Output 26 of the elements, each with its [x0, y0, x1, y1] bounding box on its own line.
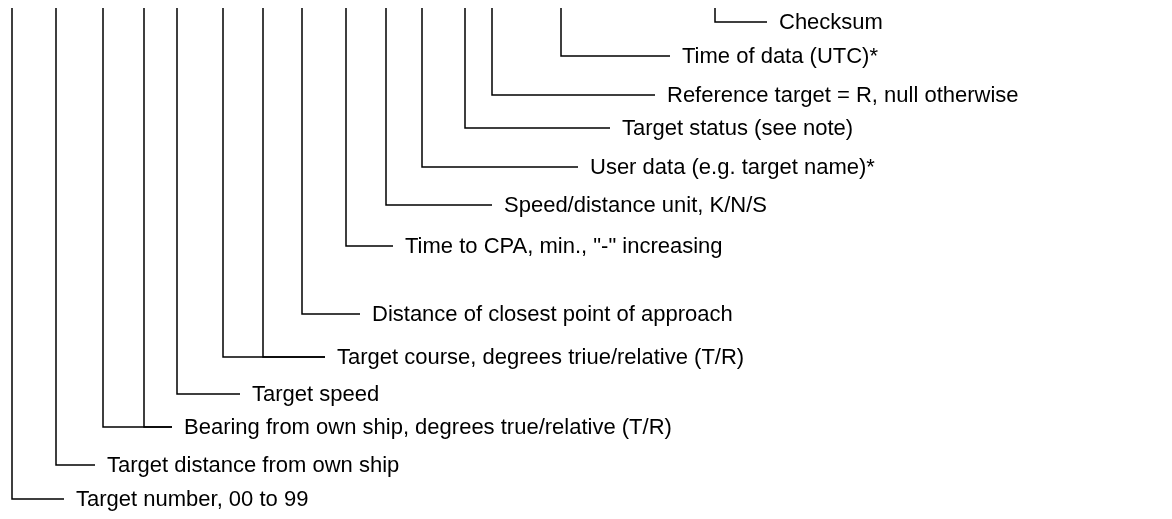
field-label: Target status (see note): [610, 116, 854, 140]
leader-line: [11, 7, 65, 500]
leader-line: [464, 7, 611, 129]
field-label: Time to CPA, min., "-" increasing: [393, 234, 723, 258]
field-label: Target course, degrees triue/relative (T/R): [325, 345, 745, 369]
field-label: Speed/distance unit, K/N/S: [492, 193, 767, 217]
field-label: Checksum: [767, 10, 883, 34]
field-label: Reference target = R, null otherwise: [655, 83, 1019, 107]
leader-line: [385, 7, 493, 206]
leader-line: [560, 7, 671, 57]
field-label: Target speed: [240, 382, 380, 406]
leader-line: [491, 7, 656, 96]
leader-line: [55, 7, 96, 466]
field-label: Distance of closest point of approach: [360, 302, 733, 326]
field-label: Bearing from own ship, degrees true/relative (T/R): [172, 415, 672, 439]
leader-line: [102, 7, 173, 428]
leader-line: [176, 7, 241, 395]
leader-line: [345, 7, 394, 247]
field-label: Target number, 00 to 99: [64, 487, 309, 511]
leader-line: [222, 7, 326, 358]
leader-line: [301, 7, 361, 315]
field-label: Target distance from own ship: [95, 453, 400, 477]
field-label: Time of data (UTC)*: [670, 44, 878, 68]
leader-line: [421, 7, 579, 168]
leader-line: [714, 7, 768, 23]
field-label: User data (e.g. target name)*: [578, 155, 875, 179]
